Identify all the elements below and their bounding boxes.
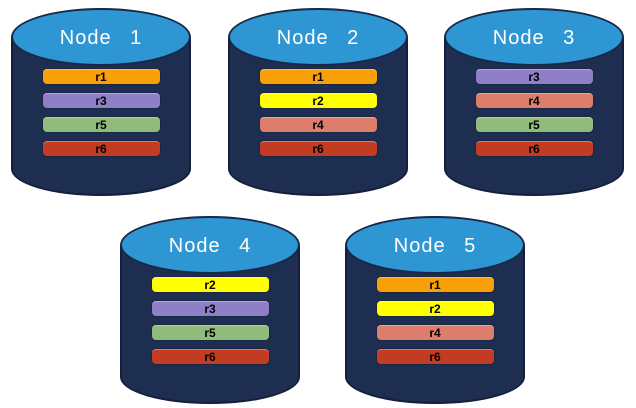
replica-bar-r1: r1: [259, 69, 377, 84]
cylinder-top-ellipse: Node 3: [444, 8, 624, 66]
node-label: Node 5: [393, 234, 477, 257]
cylinder-top-ellipse: Node 2: [228, 8, 408, 66]
replica-bar-r4: r4: [259, 117, 377, 132]
replica-bar-r3: r3: [42, 93, 160, 108]
cylinder-top-ellipse: Node 5: [345, 216, 525, 274]
replica-bar-r6: r6: [259, 141, 377, 156]
replica-bar-r6: r6: [151, 349, 269, 364]
replica-bar-r6: r6: [475, 141, 593, 156]
node-label: Node 3: [492, 26, 576, 49]
node-cylinder-2: Node 2 r1 r2 r4 r6: [228, 8, 408, 196]
replica-bar-r5: r5: [42, 117, 160, 132]
replica-bar-r6: r6: [376, 349, 494, 364]
replica-list: r2 r3 r5 r6: [120, 277, 300, 364]
cylinder-top-ellipse: Node 4: [120, 216, 300, 274]
node-cylinder-5: Node 5 r1 r2 r4 r6: [345, 216, 525, 404]
replica-list: r1 r2 r4 r6: [228, 69, 408, 156]
node-cylinder-1: Node 1 r1 r3 r5 r6: [11, 8, 191, 196]
node-label: Node 4: [168, 234, 252, 257]
node-cylinder-4: Node 4 r2 r3 r5 r6: [120, 216, 300, 404]
node-label: Node 1: [59, 26, 143, 49]
replica-bar-r3: r3: [151, 301, 269, 316]
node-label: Node 2: [276, 26, 360, 49]
replica-bar-r1: r1: [376, 277, 494, 292]
replica-bar-r3: r3: [475, 69, 593, 84]
replica-bar-r4: r4: [376, 325, 494, 340]
node-cylinder-3: Node 3 r3 r4 r5 r6: [444, 8, 624, 196]
cylinder-top-ellipse: Node 1: [11, 8, 191, 66]
replica-bar-r2: r2: [376, 301, 494, 316]
replica-bar-r5: r5: [475, 117, 593, 132]
replica-bar-r2: r2: [151, 277, 269, 292]
replica-list: r1 r2 r4 r6: [345, 277, 525, 364]
replica-bar-r4: r4: [475, 93, 593, 108]
replica-bar-r2: r2: [259, 93, 377, 108]
replica-bar-r1: r1: [42, 69, 160, 84]
replica-list: r3 r4 r5 r6: [444, 69, 624, 156]
replica-bar-r6: r6: [42, 141, 160, 156]
replica-bar-r5: r5: [151, 325, 269, 340]
replica-list: r1 r3 r5 r6: [11, 69, 191, 156]
